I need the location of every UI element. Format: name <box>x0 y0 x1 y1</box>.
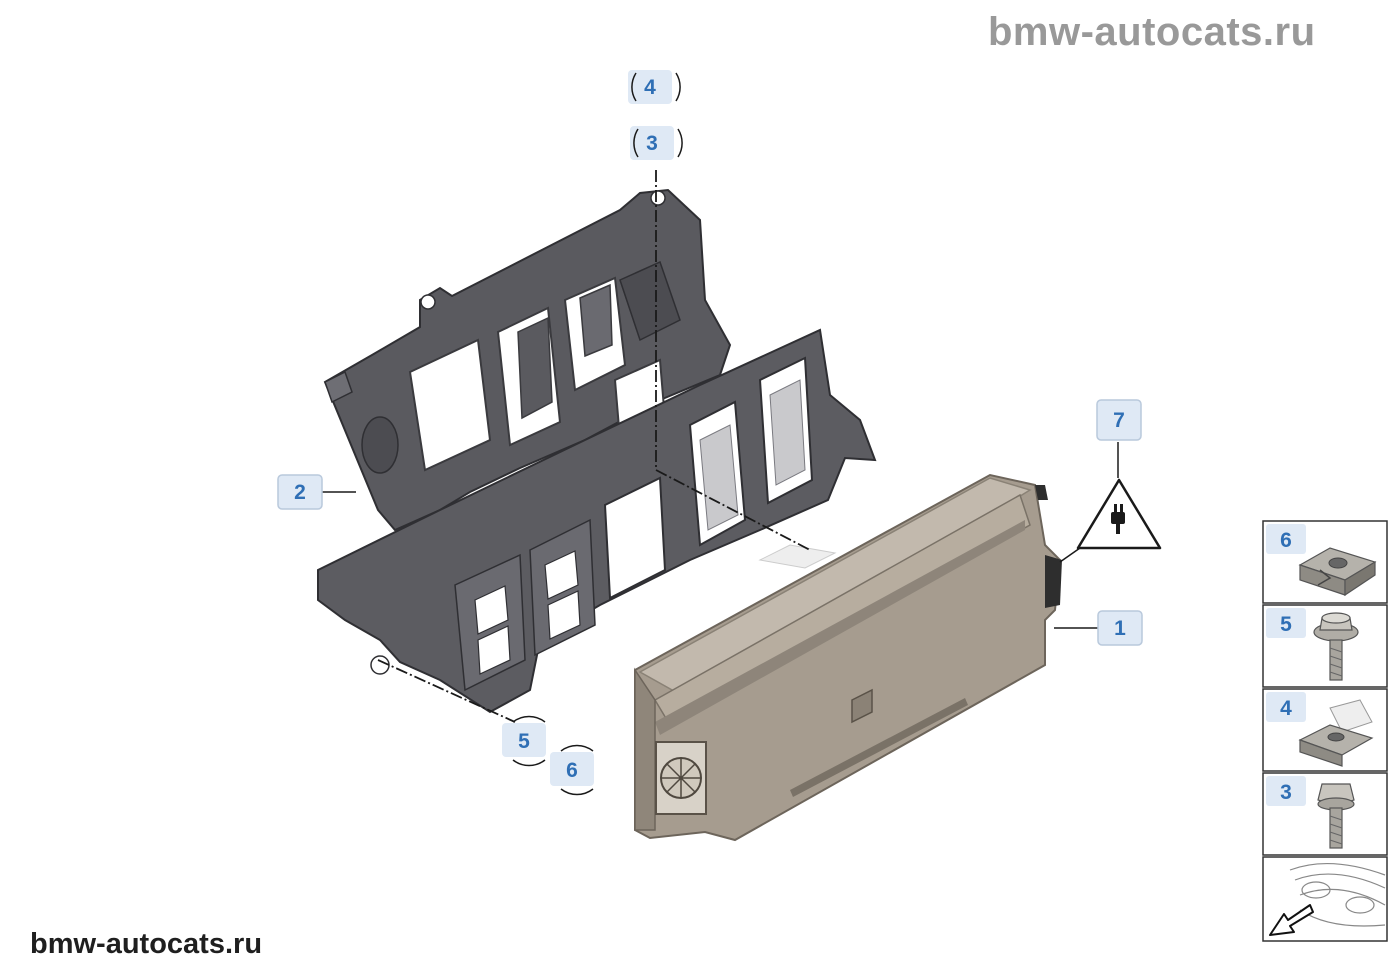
side-cell-5: 5 <box>1262 604 1388 688</box>
callout-5-label: 5 <box>518 730 530 753</box>
leader-lines <box>322 170 1119 723</box>
watermark-bottom: bmw-autocats.ru <box>30 928 263 960</box>
side-cell-vehicle <box>1262 856 1388 942</box>
callout-7: 7 <box>1096 399 1142 441</box>
callout-1-label: 1 <box>1114 617 1126 640</box>
control-module-unit <box>634 473 1062 842</box>
side-cell-3-label: 3 <box>1280 781 1292 804</box>
side-cell-6-label: 6 <box>1280 529 1292 552</box>
flange-bolt-icon <box>1313 612 1359 681</box>
side-cell-6: 6 <box>1262 520 1388 604</box>
side-cell-5-label: 5 <box>1280 613 1292 636</box>
side-cell-4: 4 <box>1262 688 1388 772</box>
callout-6: 6 <box>550 744 594 796</box>
callout-3: 3 <box>630 126 683 160</box>
arrow-icon <box>1269 904 1314 936</box>
clip-nut-icon <box>1298 547 1377 597</box>
clip-nut-icon <box>1298 699 1374 767</box>
callout-7-label: 7 <box>1113 409 1125 432</box>
watermark-top: bmw-autocats.ru <box>988 10 1316 54</box>
hex-bolt-icon <box>1317 783 1355 849</box>
warning-triangle-icon <box>1076 478 1162 550</box>
side-cell-3: 3 <box>1262 772 1388 856</box>
bracket-lower-frame <box>317 328 877 714</box>
callout-5: 5 <box>502 715 546 767</box>
plug-icon <box>1111 504 1125 534</box>
callout-2-label: 2 <box>294 481 306 504</box>
callout-6-label: 6 <box>566 759 578 782</box>
callout-1: 1 <box>1097 610 1143 646</box>
callout-4-label: 4 <box>644 76 656 99</box>
side-parts-panel: 6 5 4 <box>1262 520 1388 942</box>
callout-4: 4 <box>628 70 681 104</box>
callout-2: 2 <box>277 474 323 510</box>
side-cell-4-label: 4 <box>1280 697 1292 720</box>
label-sticker <box>758 544 837 569</box>
callout-3-label: 3 <box>646 132 658 155</box>
bracket-upper-plate <box>323 188 732 532</box>
